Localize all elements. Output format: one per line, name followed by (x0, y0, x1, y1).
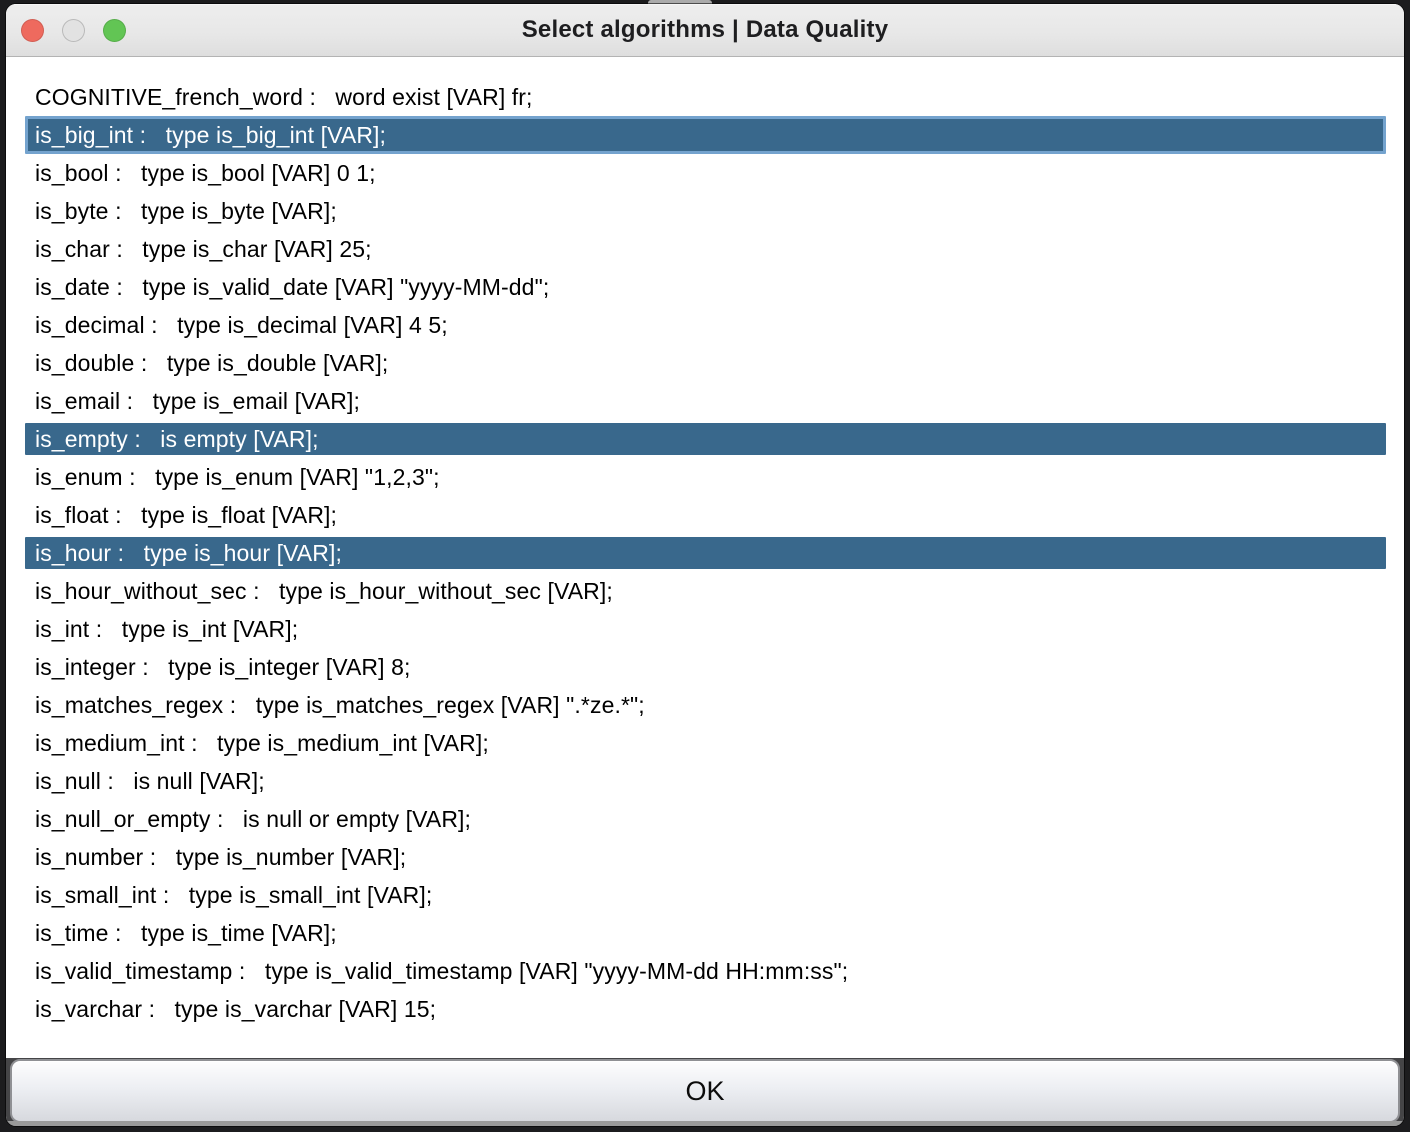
list-item-label: is_float : type is_float [VAR]; (35, 501, 338, 528)
close-button[interactable] (21, 18, 44, 42)
list-item-label: is_int : type is_int [VAR]; (35, 615, 299, 642)
list-item-label: is_number : type is_number [VAR]; (35, 843, 407, 870)
list-item-label: is_null_or_empty : is null or empty [VAR… (35, 805, 472, 832)
minimize-button[interactable] (62, 18, 85, 42)
list-item[interactable]: is_double : type is_double [VAR]; (25, 344, 1386, 382)
list-item-label: is_hour : type is_hour [VAR]; (35, 539, 342, 566)
list-item-label: is_double : type is_double [VAR]; (35, 349, 389, 376)
list-item[interactable]: is_char : type is_char [VAR] 25; (25, 230, 1386, 268)
list-item[interactable]: COGNITIVE_french_word : word exist [VAR]… (25, 78, 1386, 116)
list-item-highlight: is_integer : type is_integer [VAR] 8; (25, 651, 1386, 683)
list-item-label: is_email : type is_email [VAR]; (35, 387, 360, 414)
list-item-highlight: is_enum : type is_enum [VAR] "1,2,3"; (25, 461, 1386, 493)
list-item-label: is_small_int : type is_small_int [VAR]; (35, 881, 433, 908)
footer-bar: OK (6, 1058, 1404, 1126)
list-item-highlight: COGNITIVE_french_word : word exist [VAR]… (25, 81, 1386, 113)
list-item-label: is_decimal : type is_decimal [VAR] 4 5; (35, 311, 448, 338)
list-item-label: is_hour_without_sec : type is_hour_witho… (35, 577, 613, 604)
list-item[interactable]: is_null_or_empty : is null or empty [VAR… (25, 800, 1386, 838)
list-item-label: is_null : is null [VAR]; (35, 767, 265, 794)
list-item-highlight: is_medium_int : type is_medium_int [VAR]… (25, 727, 1386, 759)
list-item-highlight: is_hour : type is_hour [VAR]; (25, 537, 1386, 569)
list-item-highlight: is_int : type is_int [VAR]; (25, 613, 1386, 645)
list-item[interactable]: is_time : type is_time [VAR]; (25, 914, 1386, 952)
list-item-highlight: is_null_or_empty : is null or empty [VAR… (25, 803, 1386, 835)
list-item-highlight: is_number : type is_number [VAR]; (25, 841, 1386, 873)
list-item-label: is_empty : is empty [VAR]; (35, 425, 319, 452)
list-item-label: is_varchar : type is_varchar [VAR] 15; (35, 995, 437, 1022)
list-item-highlight: is_big_int : type is_big_int [VAR]; (25, 116, 1386, 154)
list-item-highlight: is_valid_timestamp : type is_valid_times… (25, 955, 1386, 987)
list-item[interactable]: is_byte : type is_byte [VAR]; (25, 192, 1386, 230)
window-title: Select algorithms | Data Quality (521, 16, 889, 43)
list-item[interactable]: is_varchar : type is_varchar [VAR] 15; (25, 990, 1386, 1028)
list-item[interactable]: is_decimal : type is_decimal [VAR] 4 5; (25, 306, 1386, 344)
list-item-label: is_enum : type is_enum [VAR] "1,2,3"; (35, 463, 440, 490)
list-item[interactable]: is_valid_timestamp : type is_valid_times… (25, 952, 1386, 990)
list-item[interactable]: is_hour : type is_hour [VAR]; (25, 534, 1386, 572)
list-item-label: is_bool : type is_bool [VAR] 0 1; (35, 159, 376, 186)
zoom-button[interactable] (103, 18, 126, 42)
ok-button[interactable]: OK (10, 1059, 1400, 1123)
list-item[interactable]: is_date : type is_valid_date [VAR] "yyyy… (25, 268, 1386, 306)
list-item[interactable]: is_float : type is_float [VAR]; (25, 496, 1386, 534)
list-item[interactable]: is_number : type is_number [VAR]; (25, 838, 1386, 876)
list-item-highlight: is_null : is null [VAR]; (25, 765, 1386, 797)
list-item-label: is_medium_int : type is_medium_int [VAR]… (35, 729, 489, 756)
list-item-highlight: is_matches_regex : type is_matches_regex… (25, 689, 1386, 721)
list-item-highlight: is_time : type is_time [VAR]; (25, 917, 1386, 949)
list-item[interactable]: is_hour_without_sec : type is_hour_witho… (25, 572, 1386, 610)
list-item[interactable]: is_int : type is_int [VAR]; (25, 610, 1386, 648)
list-item-label: is_big_int : type is_big_int [VAR]; (35, 121, 387, 148)
algorithm-list[interactable]: COGNITIVE_french_word : word exist [VAR]… (6, 57, 1404, 1058)
list-item[interactable]: is_enum : type is_enum [VAR] "1,2,3"; (25, 458, 1386, 496)
list-item[interactable]: is_empty : is empty [VAR]; (25, 420, 1386, 458)
list-item-highlight: is_small_int : type is_small_int [VAR]; (25, 879, 1386, 911)
title-bar[interactable]: Select algorithms | Data Quality (6, 4, 1404, 57)
background-window-edge (648, 0, 712, 6)
list-item-label: is_byte : type is_byte [VAR]; (35, 197, 337, 224)
traffic-lights (21, 4, 126, 56)
list-item[interactable]: is_email : type is_email [VAR]; (25, 382, 1386, 420)
list-item-highlight: is_varchar : type is_varchar [VAR] 15; (25, 993, 1386, 1025)
list-item-highlight: is_decimal : type is_decimal [VAR] 4 5; (25, 309, 1386, 341)
list-item[interactable]: is_matches_regex : type is_matches_regex… (25, 686, 1386, 724)
window-bottom-bezel (6, 1121, 1404, 1126)
list-item-label: COGNITIVE_french_word : word exist [VAR]… (35, 83, 533, 110)
list-item-highlight: is_float : type is_float [VAR]; (25, 499, 1386, 531)
list-item-label: is_matches_regex : type is_matches_regex… (35, 691, 645, 718)
list-item[interactable]: is_small_int : type is_small_int [VAR]; (25, 876, 1386, 914)
list-item-highlight: is_empty : is empty [VAR]; (25, 423, 1386, 455)
list-item-highlight: is_hour_without_sec : type is_hour_witho… (25, 575, 1386, 607)
dialog-window: Select algorithms | Data Quality COGNITI… (6, 4, 1404, 1126)
list-item-highlight: is_bool : type is_bool [VAR] 0 1; (25, 157, 1386, 189)
list-item-label: is_integer : type is_integer [VAR] 8; (35, 653, 411, 680)
list-item-highlight: is_char : type is_char [VAR] 25; (25, 233, 1386, 265)
list-item-label: is_date : type is_valid_date [VAR] "yyyy… (35, 273, 550, 300)
list-item-label: is_valid_timestamp : type is_valid_times… (35, 957, 849, 984)
list-item-highlight: is_email : type is_email [VAR]; (25, 385, 1386, 417)
list-item-label: is_char : type is_char [VAR] 25; (35, 235, 372, 262)
list-item-highlight: is_double : type is_double [VAR]; (25, 347, 1386, 379)
list-item-highlight: is_byte : type is_byte [VAR]; (25, 195, 1386, 227)
list-item-label: is_time : type is_time [VAR]; (35, 919, 337, 946)
list-item[interactable]: is_integer : type is_integer [VAR] 8; (25, 648, 1386, 686)
list-item-highlight: is_date : type is_valid_date [VAR] "yyyy… (25, 271, 1386, 303)
list-item[interactable]: is_null : is null [VAR]; (25, 762, 1386, 800)
list-item[interactable]: is_bool : type is_bool [VAR] 0 1; (25, 154, 1386, 192)
list-item[interactable]: is_medium_int : type is_medium_int [VAR]… (25, 724, 1386, 762)
list-item[interactable]: is_big_int : type is_big_int [VAR]; (25, 116, 1386, 154)
